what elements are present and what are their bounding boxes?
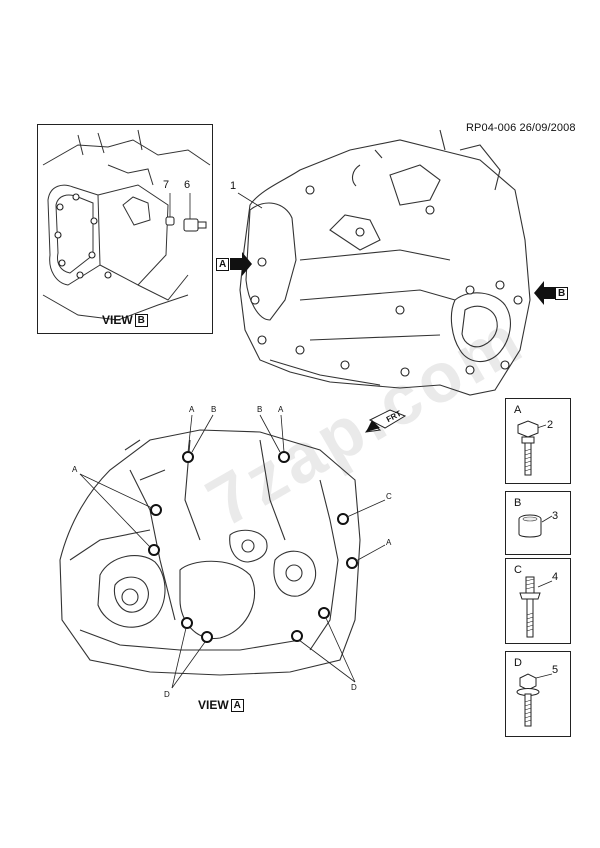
reference-code: RP04-006 26/09/2008 (466, 122, 576, 134)
legend-panel-d: D 5 (505, 651, 571, 737)
inset-gearbox-drawing (42, 129, 211, 321)
view-a-word: VIEW (198, 698, 229, 712)
view-a-label-a1: A (189, 405, 195, 414)
legend-panel-c: C 4 (505, 558, 571, 644)
legend-letter-b: B (514, 497, 522, 509)
legend-panel-b: B 3 (505, 491, 571, 555)
arrow-a-tag: A (216, 258, 230, 271)
view-a-label-a2: A (278, 405, 284, 414)
arrow-a-letter: A (216, 258, 230, 271)
view-a-label-b2: B (257, 405, 263, 414)
view-b-word: VIEW (102, 313, 133, 327)
bushing-icon (518, 514, 553, 538)
stud-bolt-icon (519, 576, 553, 638)
view-a-label-left-a: A (72, 465, 78, 474)
legend-letter-a: A (514, 404, 522, 416)
view-a-label-c: C (386, 492, 392, 501)
legend-panel-a: A 2 (505, 398, 571, 484)
callout-6: 6 (184, 179, 191, 191)
view-a-label-b1: B (211, 405, 217, 414)
inset-view-b-panel: 7 6 VIEW B (37, 124, 213, 334)
view-a-label-d2: D (351, 683, 357, 692)
legend-number-5: 5 (552, 664, 559, 676)
legend-number-3: 3 (552, 510, 559, 522)
bolt-icon (517, 420, 547, 476)
arrow-b-tag: B (555, 287, 569, 300)
legend-number-4: 4 (552, 571, 559, 583)
view-a-label-right-a: A (386, 538, 392, 547)
legend-letter-c: C (514, 564, 522, 576)
callout-7: 7 (163, 179, 170, 191)
view-b-caption: VIEW B (102, 313, 148, 327)
arrow-b-letter: B (555, 287, 569, 300)
legend-letter-d: D (514, 657, 522, 669)
view-b-letter: B (134, 313, 148, 327)
callout-1: 1 (230, 180, 237, 192)
view-a-label-d1: D (164, 690, 170, 699)
legend-number-2: 2 (547, 419, 554, 431)
view-a-caption: VIEW A (198, 698, 244, 712)
view-a-letter: A (230, 698, 244, 712)
flange-bolt-icon (516, 673, 553, 727)
